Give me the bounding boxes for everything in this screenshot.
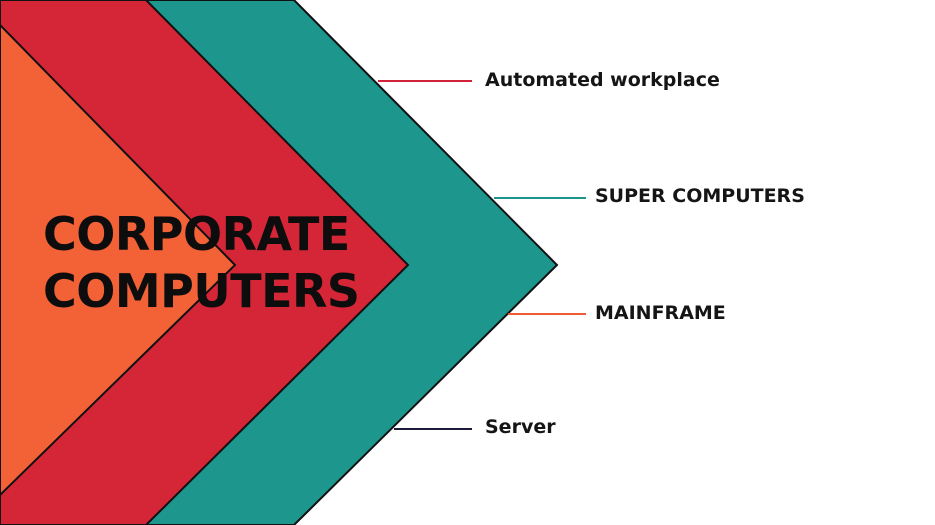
- orange-chevron: [0, 23, 237, 497]
- title-line-2: COMPUTERS: [43, 264, 360, 318]
- label-super-computers: SUPER COMPUTERS: [595, 185, 805, 207]
- label-automated-workplace: Automated workplace: [485, 69, 720, 91]
- label-server: Server: [485, 416, 556, 438]
- title-line-1: CORPORATE: [43, 207, 350, 261]
- label-mainframe: MAINFRAME: [595, 302, 726, 324]
